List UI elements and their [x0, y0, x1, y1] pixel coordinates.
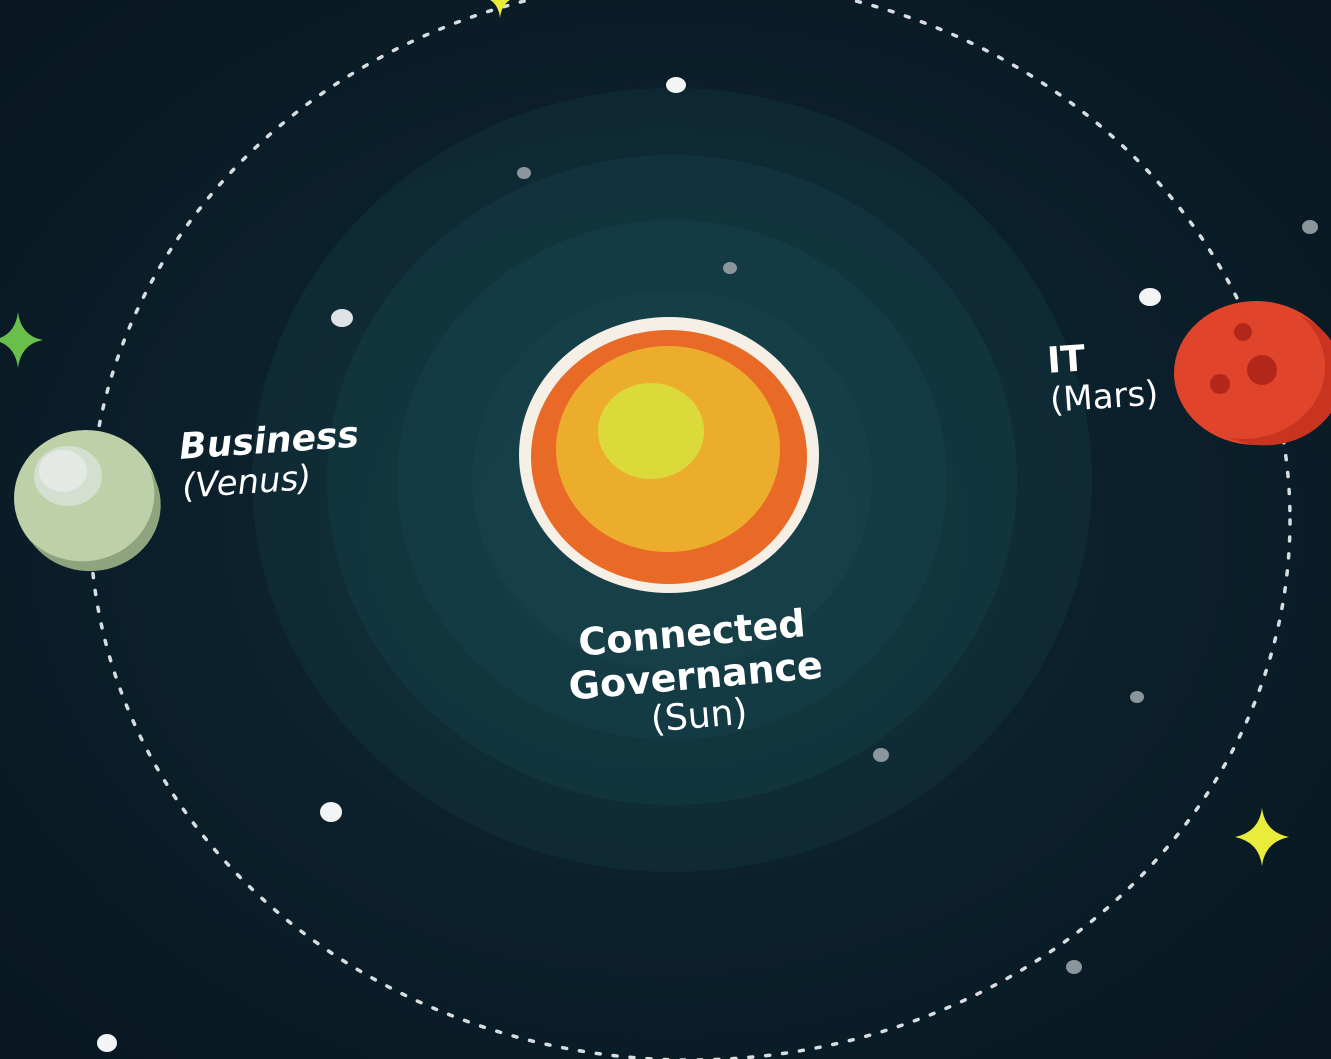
planet-venus-icon: [14, 430, 161, 572]
star-icon: [1235, 808, 1289, 866]
dot: [1066, 960, 1082, 974]
dot: [320, 802, 342, 822]
star-icon: [489, 0, 511, 18]
dot: [1130, 691, 1144, 703]
background-dots: [97, 77, 1318, 1052]
dot: [1302, 220, 1318, 234]
dot: [1139, 288, 1161, 306]
venus-label: Business (Venus): [178, 414, 363, 507]
orbit-path: [88, 0, 1292, 1059]
dot: [331, 309, 353, 327]
dot: [97, 1034, 117, 1052]
mars-label: IT (Mars): [1046, 334, 1160, 422]
dot: [873, 748, 889, 762]
sun-icon: [519, 317, 819, 593]
dot: [517, 167, 531, 179]
sun-label: Connected Governance (Sun): [546, 599, 846, 749]
planet-mars-icon: [1174, 301, 1331, 446]
sparkle-stars: [0, 0, 1289, 866]
mars-subtitle: (Mars): [1048, 373, 1160, 422]
dot: [723, 262, 737, 274]
dot: [666, 77, 686, 93]
star-icon: [0, 312, 43, 368]
